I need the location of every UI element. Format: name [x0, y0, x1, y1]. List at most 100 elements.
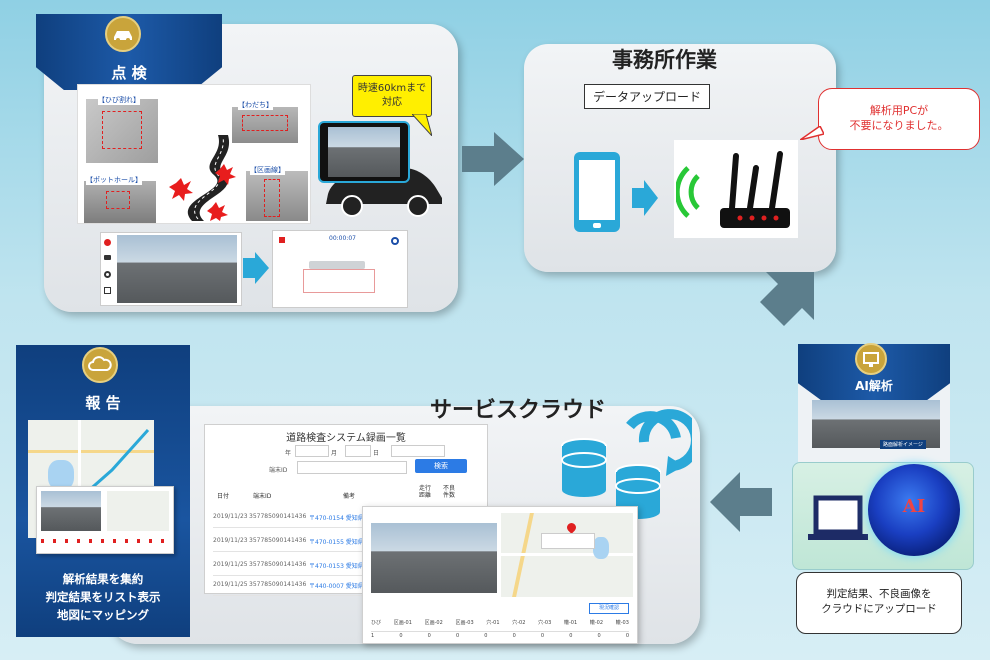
- dashcam-road-view: [117, 235, 237, 303]
- record-dot-icon: [104, 239, 111, 246]
- cloud-icon-badge: [82, 347, 118, 383]
- detail-val: 0: [455, 633, 460, 639]
- detail-col: 轍-03: [615, 620, 629, 626]
- ai-preview-caption: 路面解析イメージ: [880, 440, 926, 449]
- callout-tail: [800, 126, 824, 140]
- detail-val: 0: [512, 633, 516, 639]
- report-caption: 解析結果を集約 判定結果をリスト表示 地図にマッピング: [16, 570, 190, 624]
- mounted-phone: [318, 121, 410, 183]
- report-list-screen: [36, 486, 174, 554]
- col-date: 日付: [217, 493, 230, 500]
- table-row[interactable]: 2019/11/25 357785090141436 〒470-0153 愛知県…: [213, 553, 479, 576]
- detail-col: 穴-03: [538, 620, 552, 626]
- flow-arrow-down-right: [760, 272, 814, 326]
- table-row[interactable]: 2019/11/23 357785090141436 〒470-0155 愛知県…: [213, 529, 479, 552]
- status-bar: [309, 261, 365, 269]
- detail-val: 0: [399, 633, 403, 639]
- detail-col: ひび: [371, 620, 382, 626]
- wifi-router-icon: [676, 151, 790, 228]
- mounted-phone-view: [328, 127, 400, 177]
- dashcam-screen: [100, 232, 242, 306]
- lane-tag: 【区画線】: [250, 165, 285, 175]
- month-select[interactable]: [345, 445, 371, 457]
- detail-val: 0: [427, 633, 431, 639]
- crack-photo: [86, 99, 158, 163]
- camera-icon: [104, 255, 111, 260]
- flow-arrow-left: [710, 472, 772, 532]
- year-select[interactable]: [295, 445, 329, 457]
- inspection-title: 点 検: [111, 64, 147, 82]
- detail-val: 0: [569, 633, 573, 639]
- monitor-icon: [863, 352, 879, 367]
- row-note[interactable]: 〒470-0154 愛知県愛知郡東郷町...: [309, 515, 406, 522]
- ai-upload-note: 判定結果、不良画像を クラウドにアップロード: [796, 572, 962, 634]
- row-date: 2019/11/25: [213, 581, 248, 588]
- lane-photo: [246, 171, 308, 221]
- detail-val: 0: [484, 633, 488, 639]
- ai-note-line1: 判定結果、不良画像を: [826, 588, 932, 600]
- laptop-icon: [808, 495, 868, 540]
- detail-value-row: 1 0 0 0 0 0 0 0 0 0: [371, 631, 629, 641]
- ai-title: AI解析: [855, 379, 893, 393]
- flow-arrow-right-top: [462, 132, 524, 186]
- row-id: 357785090141436: [249, 581, 307, 588]
- filter-day-label: 日: [373, 450, 380, 457]
- pc-not-needed-callout: 解析用PCが 不要になりました。: [818, 88, 980, 150]
- callout-line2: 不要になりました。: [849, 119, 949, 132]
- filter-month-label: 月: [331, 450, 338, 457]
- car-icon-badge: [105, 16, 141, 52]
- row-date: 2019/11/25: [213, 561, 248, 568]
- col-terminal: 端末ID: [253, 493, 272, 500]
- row-id: 357785090141436: [249, 561, 307, 568]
- detection-frame: [303, 269, 375, 293]
- report-caption-line2: 判定結果をリスト表示: [45, 590, 161, 604]
- search-button[interactable]: 検索: [415, 459, 467, 473]
- table-row[interactable]: 2019/11/25 357785090141436 〒440-0007 愛知県…: [213, 573, 479, 596]
- target-icon: [391, 237, 399, 245]
- detail-road-photo: [371, 523, 497, 593]
- detail-col: 区画-03: [455, 620, 474, 626]
- export-icon: [104, 287, 111, 294]
- detail-col: 轍-02: [589, 620, 604, 626]
- report-caption-line1: 解析結果を集約: [62, 572, 144, 586]
- terminal-select[interactable]: [297, 461, 407, 474]
- detail-val: 0: [540, 633, 545, 639]
- ai-label: AI: [902, 496, 926, 517]
- detail-window: 現況確認 ひび 区画-01 区画-02 区画-03 穴-01 穴-02 穴-03…: [362, 506, 638, 644]
- detail-header-row: ひび 区画-01 区画-02 区画-03 穴-01 穴-02 穴-03 轍-01…: [371, 619, 629, 627]
- flow-arrow-small: [243, 252, 269, 284]
- cloud-icon: [88, 356, 112, 371]
- cloud-title: サービスクラウド: [430, 398, 607, 423]
- inspector-select[interactable]: [391, 445, 445, 457]
- row-note[interactable]: 〒470-0153 愛知県愛知郡東郷町...: [309, 563, 406, 570]
- rut-tag: 【わだち】: [238, 100, 273, 110]
- detail-button[interactable]: 現況確認: [589, 603, 629, 614]
- ai-note-line2: クラウドにアップロード: [821, 603, 937, 615]
- speed-callout-line2: 対応: [382, 97, 402, 108]
- map-pin-icon: [565, 521, 578, 534]
- col-distance: 走行距離: [419, 485, 432, 499]
- speed-callout: 時速60kmまで 対応: [352, 75, 432, 117]
- row-date: 2019/11/23: [213, 537, 248, 544]
- row-date: 2019/11/23: [213, 513, 248, 520]
- row-note[interactable]: 〒470-0155 愛知県愛知郡東郷町...: [309, 539, 406, 546]
- report-road-photo: [41, 491, 101, 531]
- detail-map[interactable]: [501, 513, 633, 597]
- filter-terminal-label: 端末ID: [269, 467, 288, 474]
- speed-callout-tail: [412, 114, 432, 136]
- pothole-photo: [84, 181, 156, 223]
- table-row[interactable]: 2019/11/23 357785090141436 〒470-0154 愛知県…: [213, 505, 479, 528]
- detail-col: 轍-01: [563, 620, 578, 626]
- recording-screen: 00:00:07: [272, 230, 408, 308]
- row-id: 357785090141436: [249, 513, 307, 520]
- rut-photo: [232, 107, 298, 143]
- detail-col: 穴-01: [486, 620, 500, 626]
- callout-line1: 解析用PCが: [869, 104, 929, 117]
- smartphone-icon: [574, 152, 620, 232]
- row-note[interactable]: 〒440-0007 愛知県豊橋市...: [309, 583, 388, 590]
- cloud-database-icon: [561, 409, 692, 519]
- damage-collage: 【ひび割れ】 【わだち】 【ポットホール】 【区画線】: [77, 84, 311, 224]
- detail-val: 0: [625, 633, 629, 639]
- gear-icon: [104, 271, 111, 278]
- record-dot-icon: [279, 237, 285, 243]
